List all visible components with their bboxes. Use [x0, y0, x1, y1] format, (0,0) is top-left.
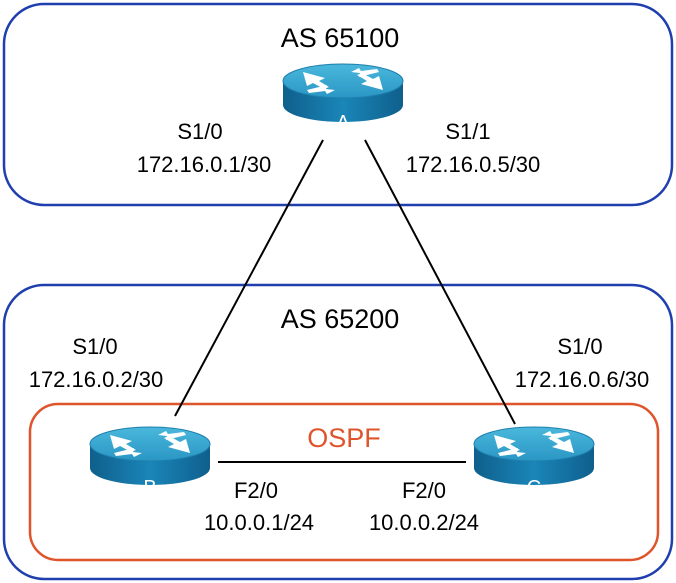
ospf-area-boundary [28, 402, 660, 562]
iface-a-s11-name: S1/1 [445, 119, 490, 144]
ospf-label: OSPF [307, 423, 381, 453]
as-65200-title: AS 65200 [281, 304, 400, 334]
router-a-label: A [336, 112, 350, 134]
router-b-label: B [143, 477, 156, 499]
iface-b-s10-ip: 172.16.0.2/30 [29, 367, 164, 392]
router-b-icon[interactable]: B [89, 426, 211, 499]
as-65100-title: AS 65100 [281, 23, 400, 53]
iface-a-s10-name: S1/0 [177, 119, 222, 144]
router-c-icon[interactable]: C [473, 426, 595, 499]
iface-b-f20-name: F2/0 [234, 478, 278, 503]
iface-c-f20-name: F2/0 [402, 478, 446, 503]
iface-c-f20-ip: 10.0.0.2/24 [369, 510, 479, 535]
iface-c-s10-ip: 172.16.0.6/30 [515, 367, 650, 392]
iface-a-s10-ip: 172.16.0.1/30 [137, 152, 272, 177]
iface-b-f20-ip: 10.0.0.1/24 [204, 510, 314, 535]
link-a-b [174, 139, 324, 417]
router-a-icon[interactable]: A [282, 63, 404, 134]
iface-c-s10-name: S1/0 [557, 334, 602, 359]
iface-b-s10-name: S1/0 [72, 334, 117, 359]
as-65200-boundary [2, 283, 674, 581]
iface-a-s11-ip: 172.16.0.5/30 [406, 152, 541, 177]
router-c-label: C [527, 477, 541, 499]
as-65100-boundary [2, 2, 674, 207]
link-a-c [364, 139, 516, 425]
